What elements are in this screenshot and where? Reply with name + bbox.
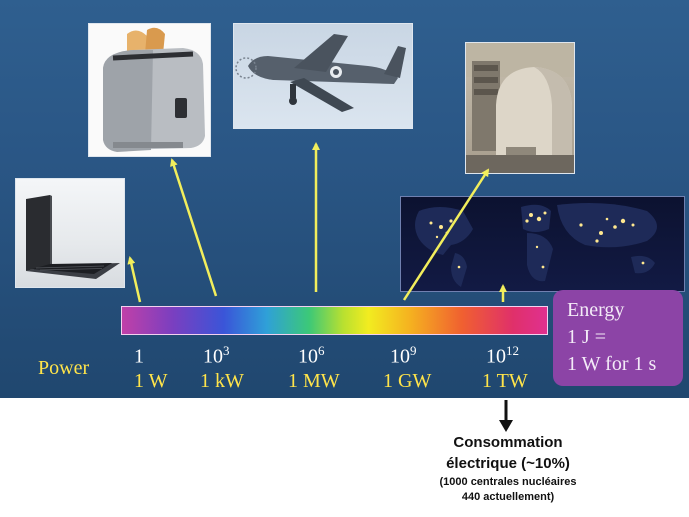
slide-panel: Power 1 1 W 103 1 kW 106 1 MW 109 1 GW 1…: [0, 0, 689, 398]
laptop-photo: [15, 178, 125, 288]
down-arrow-icon: [499, 400, 513, 432]
energy-line-1: 1 J =: [567, 326, 607, 348]
world-map-icon: [415, 203, 657, 287]
tick-5-unit: 1 TW: [482, 370, 528, 392]
note-line-4: 440 actuellement): [461, 491, 555, 503]
tick-3-power: 106: [298, 343, 325, 368]
tick-2-power: 103: [203, 343, 230, 368]
arrow-to-toaster: [170, 158, 218, 297]
arrow-to-laptop: [127, 256, 142, 303]
tick-2-unit: 1 kW: [200, 370, 244, 392]
energy-line-2: 1 W for 1 s: [567, 353, 657, 375]
arrows-layer: [127, 142, 507, 303]
tick-4-power: 109: [390, 343, 417, 368]
note-line-2: électrique (~10%): [446, 455, 570, 472]
energy-definition-box: Energy 1 J = 1 W for 1 s: [553, 290, 683, 386]
tick-1-unit: 1 W: [134, 370, 168, 392]
tick-1-power: 1: [134, 345, 144, 368]
toaster-photo: [88, 23, 211, 157]
tick-5-power: 1012: [486, 343, 519, 368]
nuclear-reactor-icon: [466, 43, 574, 173]
airplane-icon: [235, 34, 406, 112]
nuclear-plant-photo: [465, 42, 575, 174]
tick-3-unit: 1 MW: [288, 370, 340, 392]
earth-night-photo: [400, 196, 685, 292]
laptop-icon: [26, 195, 120, 279]
energy-title: Energy: [567, 299, 625, 321]
power-row-label: Power: [38, 357, 90, 379]
arrow-to-nuclear-plant: [402, 168, 490, 301]
toaster-icon: [103, 27, 205, 152]
airplane-photo: [233, 23, 413, 129]
note-line-3: (1000 centrales nucléaires: [439, 476, 577, 488]
note-line-1: Consommation: [453, 434, 563, 451]
power-spectrum-bar: [121, 306, 548, 335]
tick-4-unit: 1 GW: [383, 370, 432, 392]
